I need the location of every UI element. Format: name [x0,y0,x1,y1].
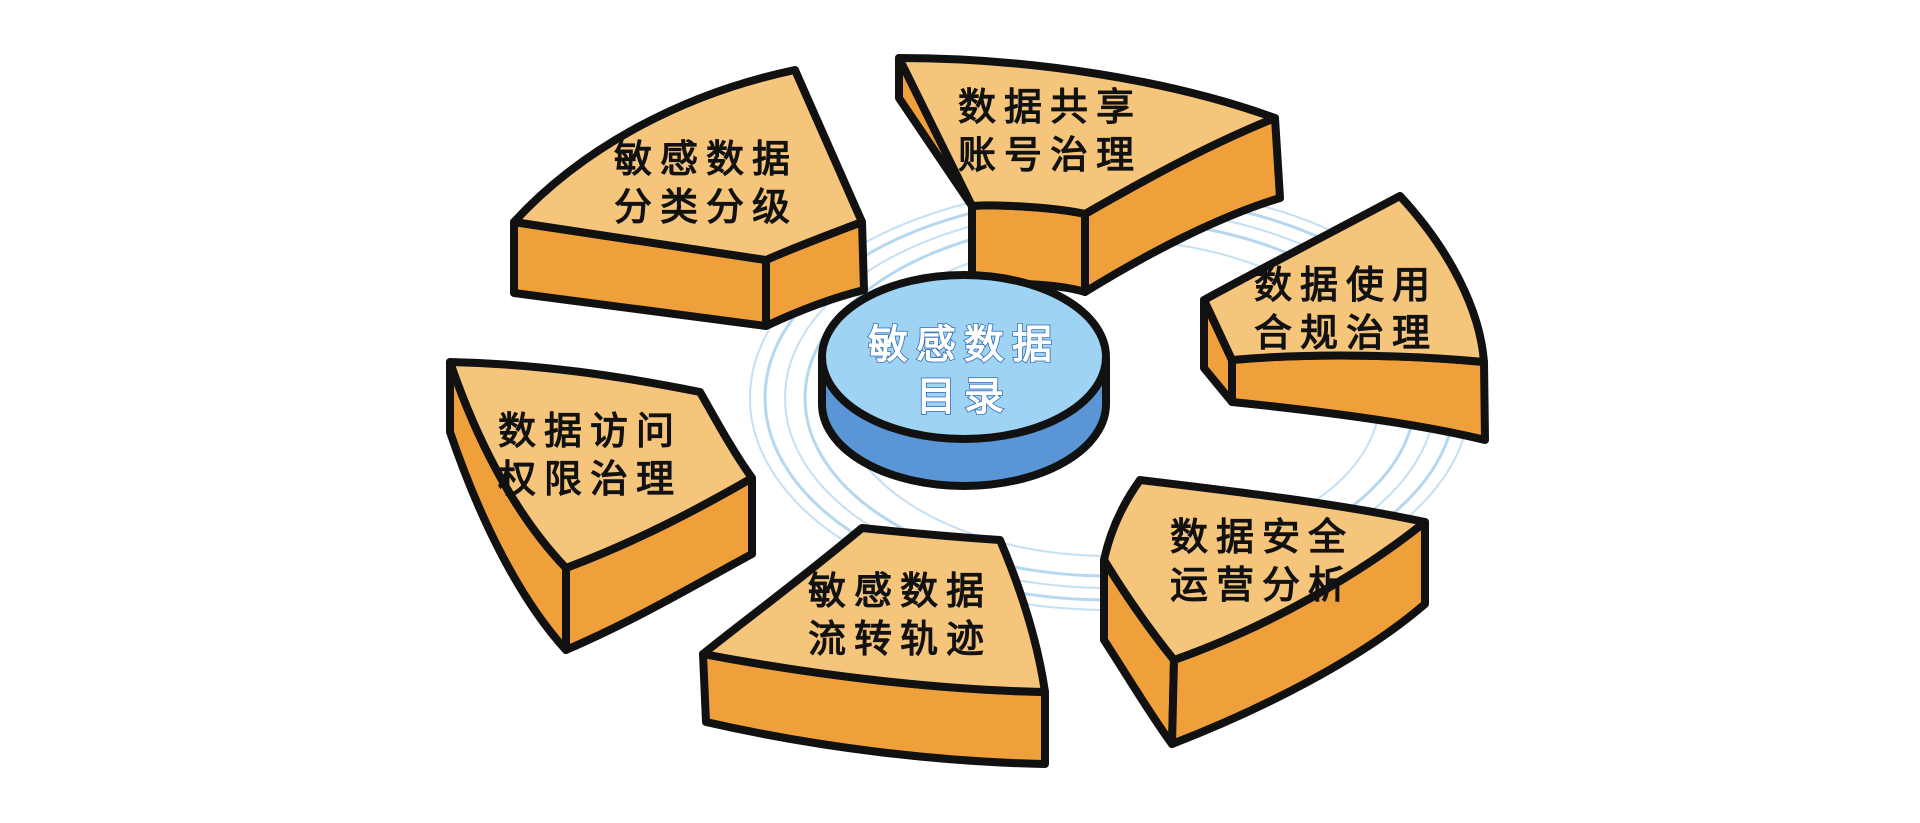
segment-usage-compliance: 数据使用 合规治理 [1200,192,1489,444]
hub-label-2: 目录 [916,374,1012,420]
hub-label-1: 敏感数据 [868,322,1060,368]
segment-usage-compliance-label-2: 合规治理 [1254,311,1438,355]
segment-classification-label-1: 敏感数据 [614,137,798,181]
segment-account-sharing: 数据共享 账号治理 [895,54,1284,296]
segment-account-sharing-label-2: 账号治理 [958,133,1142,177]
segment-account-sharing-label-1: 数据共享 [958,85,1142,129]
segment-data-flow: 敏感数据 流转轨迹 [699,524,1049,768]
segment-classification: 敏感数据 分类分级 [510,66,868,330]
segment-usage-compliance-label-1: 数据使用 [1254,263,1438,307]
hub-catalog: 敏感数据 目录 [818,271,1110,490]
segment-security-operations-label-1: 数据安全 [1170,515,1354,559]
segment-classification-label-2: 分类分级 [614,185,798,229]
segment-access-permission-label-2: 权限治理 [497,457,682,501]
segment-data-flow-label-2: 流转轨迹 [808,617,992,661]
segment-security-operations-label-2: 运营分析 [1170,563,1354,607]
segment-access-permission-label-1: 数据访问 [498,409,682,453]
segment-access-permission: 数据访问 权限治理 [446,358,756,654]
segment-security-operations: 数据安全 运营分析 [1100,476,1429,748]
segment-data-flow-label-1: 敏感数据 [808,569,992,613]
